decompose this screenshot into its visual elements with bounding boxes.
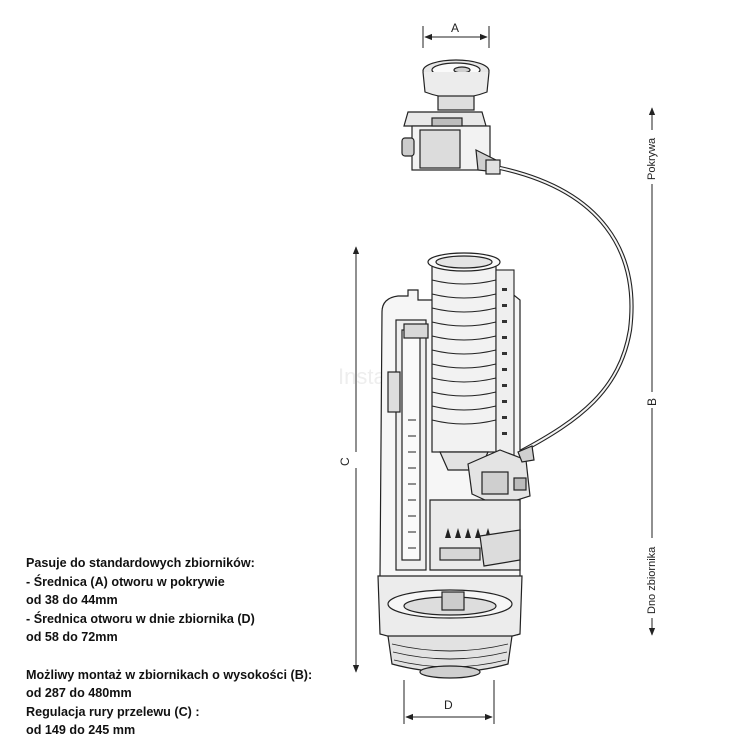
dimension-d: D: [403, 680, 495, 724]
float-mechanism: [429, 499, 521, 571]
dimension-b: B Pokrywa Dno zbiornika: [640, 107, 664, 636]
spec-line: od 149 do 245 mm: [26, 723, 136, 738]
dimension-c-label: C: [338, 457, 352, 466]
spec-line: - Średnica (A) otworu w pokrywie: [26, 574, 225, 589]
specification-text: Pasuje do standardowych zbiorników: - Śr…: [26, 554, 346, 740]
spec-line: od 38 do 44mm: [26, 593, 118, 608]
overflow-tube: [427, 252, 501, 471]
watermark-text: Insta: [338, 364, 386, 389]
spec-line: Regulacja rury przelewu (C) :: [26, 704, 200, 719]
dimension-a: A: [422, 21, 490, 48]
spec-spacer: [26, 647, 346, 666]
spec-line: Pasuje do standardowych zbiorników:: [26, 556, 255, 570]
bottom-side-label: Dno zbiornika: [646, 546, 658, 614]
dimension-a-label: A: [451, 21, 459, 35]
push-button: [422, 59, 490, 111]
spec-line: od 58 do 72mm: [26, 630, 118, 645]
top-side-label: Pokrywa: [646, 137, 658, 180]
dimension-c: C: [338, 246, 368, 673]
spec-line: Możliwy montaż w zbiornikach o wysokości…: [26, 667, 313, 682]
dimension-d-label: D: [444, 698, 453, 712]
cable-receiver: [467, 445, 535, 507]
spec-line: od 287 do 480mm: [26, 686, 132, 701]
button-mechanism: [401, 111, 501, 175]
dimension-b-label: B: [645, 398, 659, 406]
spec-line: - Średnica otworu w dnie zbiornika (D): [26, 611, 255, 626]
valve-base: [377, 575, 523, 679]
